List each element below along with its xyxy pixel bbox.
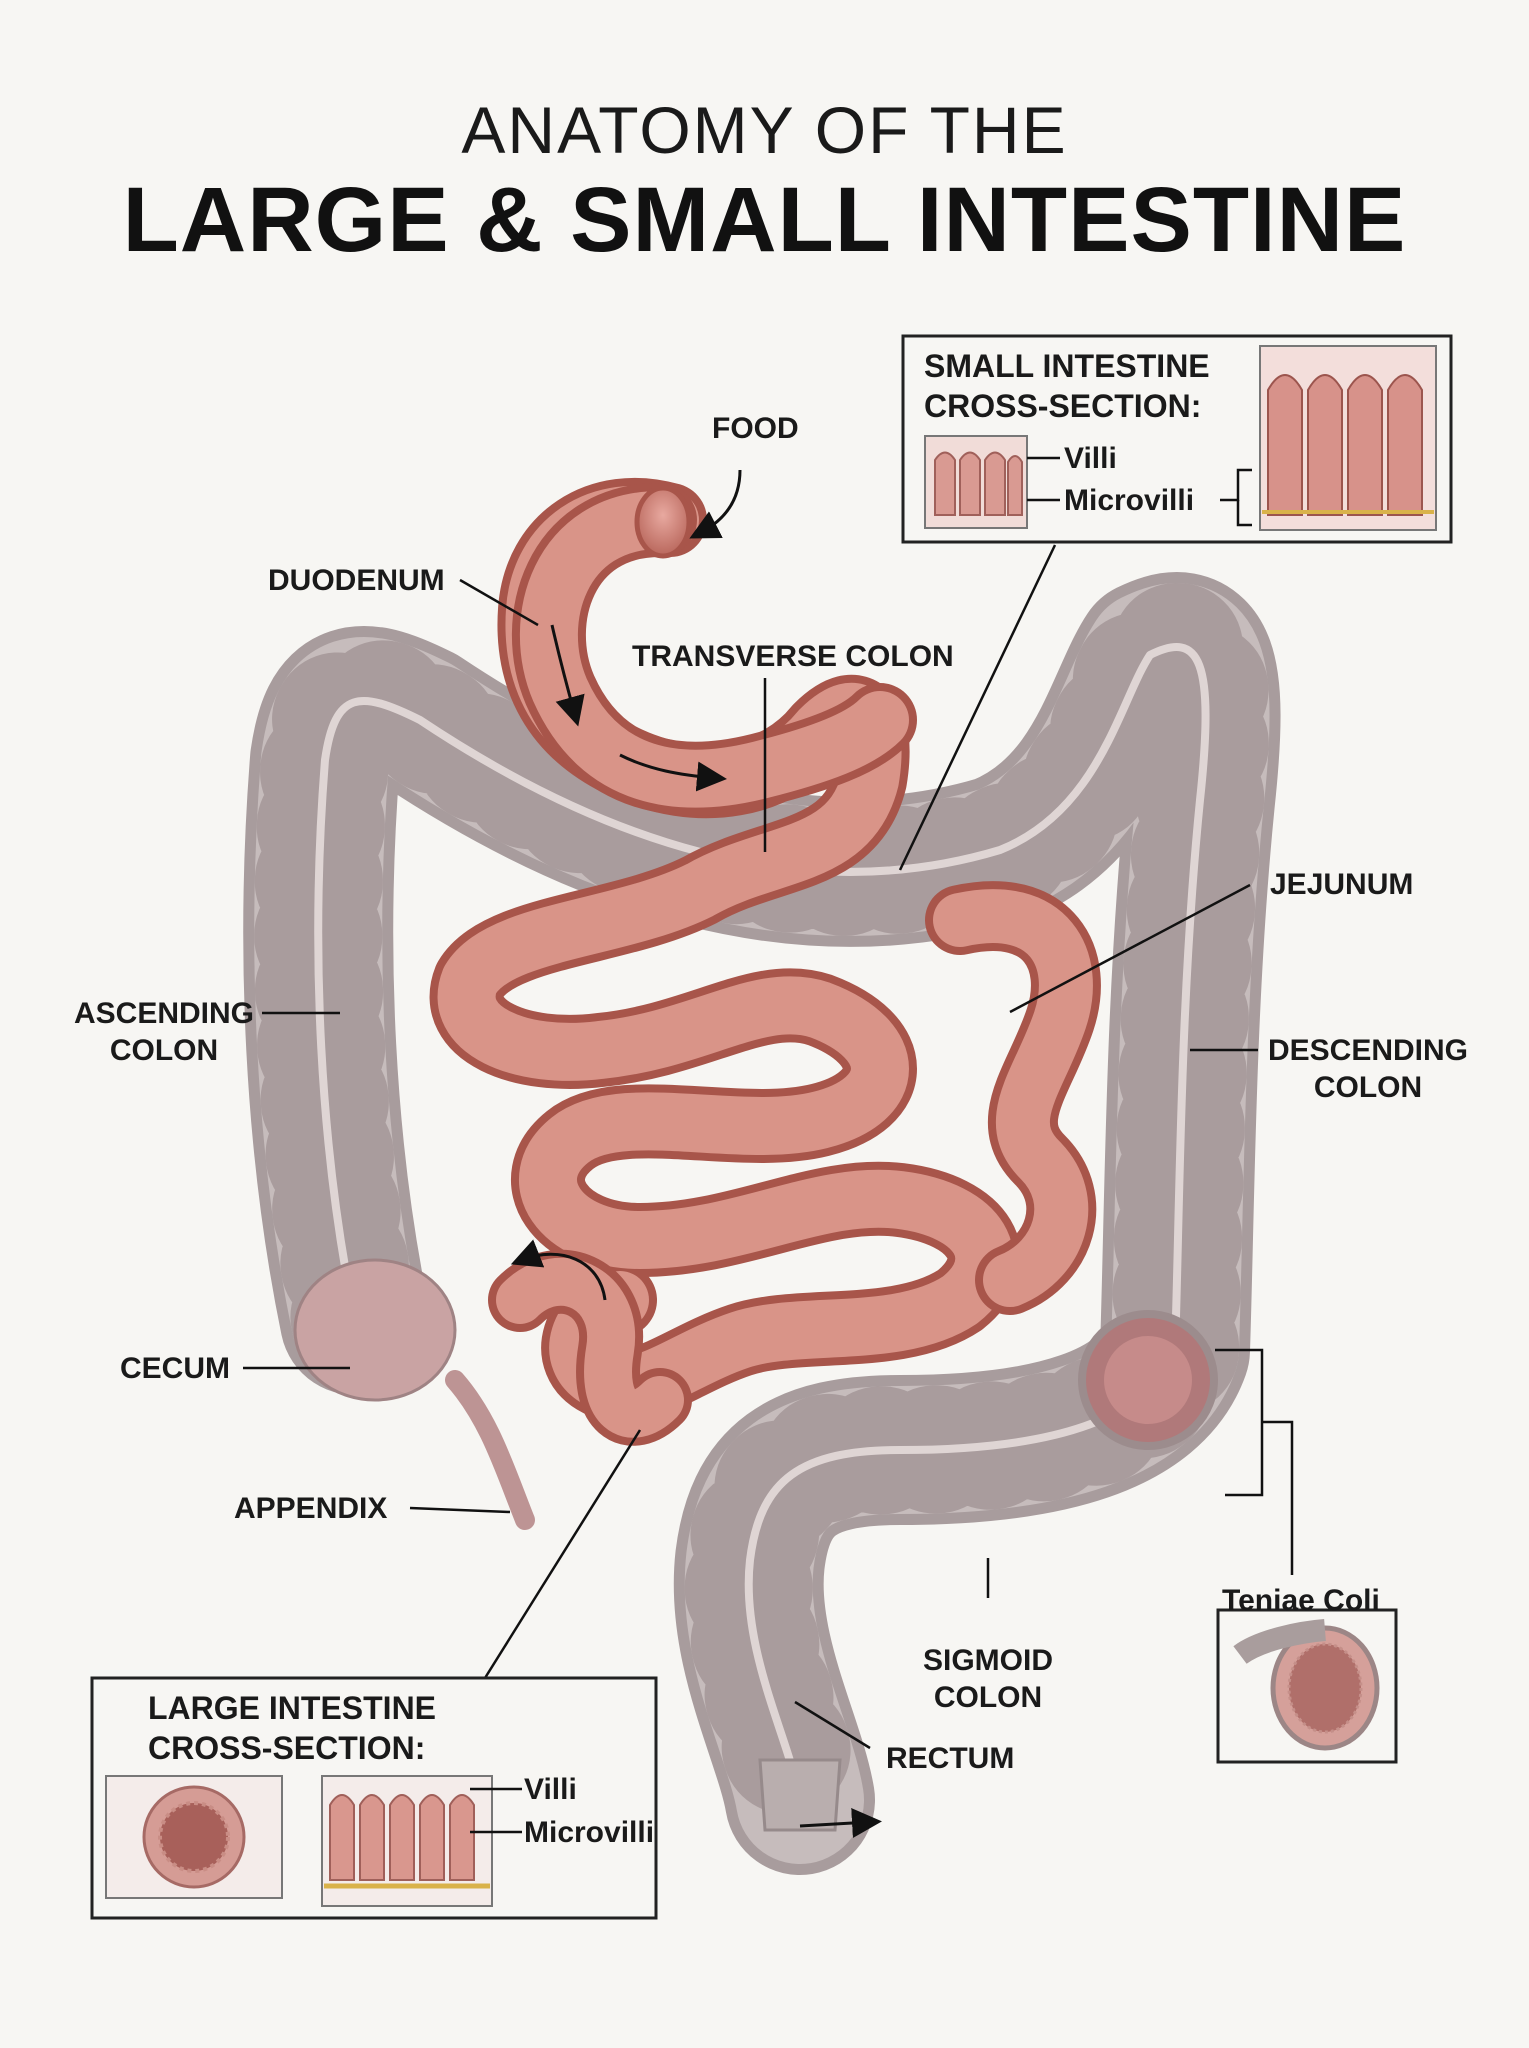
label-ascending-colon-line-1: ASCENDING	[73, 997, 254, 1030]
flow-arrow-ileum	[510, 1239, 607, 1301]
appendix-shape	[445, 1370, 535, 1530]
large-box-villi-label: Villi	[524, 1773, 577, 1806]
label-teniae-coli: Teniae Coli	[1222, 1584, 1380, 1617]
label-duodenum: DUODENUM	[268, 564, 445, 597]
label-sigmoid-colon-line-1: SIGMOID	[922, 1644, 1053, 1677]
small-intestine-box-title-line-1: SMALL INTESTINE	[924, 348, 1210, 384]
label-descending-colon-line-1: DESCENDING	[1267, 1034, 1469, 1067]
large-box-leaders	[470, 1787, 522, 1834]
label-ascending-colon-line-2: COLON	[109, 1034, 219, 1067]
leader-lines	[243, 544, 1294, 1750]
label-cecum: CECUM	[120, 1352, 230, 1385]
label-ascending-colon: ASCENDING COLON	[66, 995, 262, 1069]
food-arrow	[689, 469, 742, 539]
label-descending-colon-line-2: COLON	[1313, 1071, 1423, 1104]
label-descending-colon: DESCENDING COLON	[1262, 1032, 1474, 1106]
large-intestine-box-title: LARGE INTESTINE CROSS-SECTION:	[148, 1688, 436, 1768]
large-villi-drawing	[329, 1794, 475, 1881]
large-intestine-box-title-line-2: CROSS-SECTION:	[148, 1730, 426, 1766]
label-appendix: APPENDIX	[234, 1492, 388, 1525]
label-food: FOOD	[712, 412, 799, 445]
villi-thumbnail-drawing	[934, 451, 1023, 516]
rectum-shape	[758, 1758, 842, 1832]
villi-detail-drawing	[1267, 374, 1423, 516]
title-line-1: ANATOMY OF THE	[461, 93, 1068, 167]
small-intestine-box-title-line-2: CROSS-SECTION:	[924, 388, 1202, 424]
small-box-microvilli-label: Microvilli	[1064, 484, 1195, 517]
label-rectum: RECTUM	[886, 1742, 1015, 1775]
colon	[243, 572, 1281, 1875]
flow-arrow-rectum	[799, 1808, 882, 1839]
small-box-villi-label: Villi	[1064, 442, 1117, 475]
label-jejunum: JEJUNUM	[1270, 868, 1414, 901]
small-box-leaders	[1027, 456, 1252, 527]
cecum-shape	[293, 1258, 457, 1402]
label-transverse-colon: TRANSVERSE COLON	[632, 640, 954, 673]
large-box-microvilli-label: Microvilli	[524, 1816, 655, 1849]
label-sigmoid-colon-line-2: COLON	[933, 1681, 1043, 1714]
large-intestine-box-title-line-1: LARGE INTESTINE	[148, 1690, 437, 1726]
small-intestine-box-title: SMALL INTESTINE CROSS-SECTION:	[924, 346, 1210, 426]
flow-arrow-duodenum	[550, 624, 585, 727]
page-title: LARGE & SMALL INTESTINE	[122, 169, 1407, 271]
label-sigmoid-colon: SIGMOID COLON	[910, 1642, 1066, 1716]
flow-arrow-transverse	[619, 753, 727, 792]
duodenum-opening	[634, 485, 692, 559]
